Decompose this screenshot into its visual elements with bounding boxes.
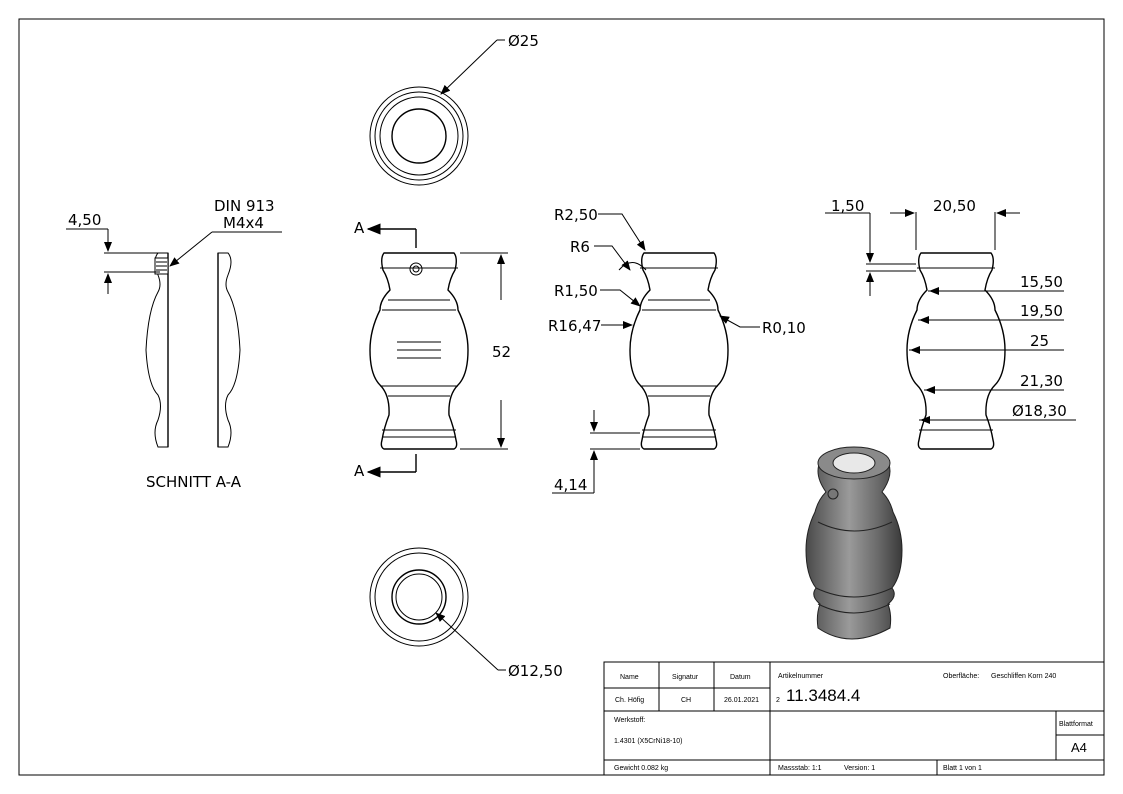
profile-view: R2,50 R6 R1,50 R16,47 R0,10 4,14 [548, 206, 806, 494]
section-marker-bottom: A [354, 462, 365, 480]
dim-thread-depth: 4,50 [68, 211, 101, 229]
tb-material-label: Werkstoff: [614, 717, 645, 724]
dim-radius-1-50: R1,50 [554, 282, 598, 300]
bottom-view: Ø12,50 [369, 547, 563, 680]
isometric-view [805, 446, 903, 640]
tb-surface-value: Geschliffen Korn 240 [991, 673, 1056, 680]
tb-article-prefix: 2 [776, 697, 780, 704]
dim-bottom-offset: 4,14 [554, 476, 587, 494]
section-title: SCHNITT A-A [146, 473, 242, 491]
tb-article-label: Artikelnummer [778, 673, 824, 680]
dim-diameter-21-30: 21,30 [1020, 372, 1063, 390]
dim-radius-16-47: R16,47 [548, 317, 601, 335]
dim-diameter-18-30: Ø18,30 [1012, 402, 1067, 420]
dim-diameter-19-50: 19,50 [1020, 302, 1063, 320]
tb-format-value: A4 [1071, 740, 1087, 755]
tb-surface-label: Oberfläche: [943, 673, 979, 680]
dim-radius-2-50: R2,50 [554, 206, 598, 224]
dim-top-diameter: Ø25 [508, 32, 539, 50]
top-view: Ø25 [369, 32, 539, 186]
dim-width-top: 20,50 [933, 197, 976, 215]
tb-signature: CH [681, 697, 691, 704]
label-din-standard: DIN 913 [214, 197, 275, 215]
tb-material-value: 1.4301 (X5CrNi18-10) [614, 738, 682, 745]
tb-weight: Gewicht 0.082 kg [614, 765, 668, 772]
tb-scale: Massstab: 1:1 [778, 765, 822, 772]
dim-radius-0-10: R0,10 [762, 319, 806, 337]
dim-height: 52 [492, 343, 511, 361]
tb-name: Ch. Höfig [615, 697, 644, 704]
dim-bore-diameter: Ø12,50 [508, 662, 563, 680]
tb-version: Version: 1 [844, 765, 875, 772]
dim-top-offset: 1,50 [831, 197, 864, 215]
front-view: A A 52 [354, 219, 511, 480]
dim-diameter-15-50: 15,50 [1020, 273, 1063, 291]
tb-sheet: Blatt 1 von 1 [943, 765, 982, 772]
tb-date: 26.01.2021 [724, 697, 759, 704]
tb-col-signature: Signatur [672, 674, 699, 681]
section-marker-top: A [354, 219, 365, 237]
label-thread-size: M4x4 [223, 214, 264, 232]
title-block: Name Signatur Datum Ch. Höfig CH 26.01.2… [603, 661, 1105, 776]
dim-radius-6: R6 [570, 238, 590, 256]
tb-article-number: 11.3484.4 [786, 686, 860, 705]
dim-diameter-25: 25 [1030, 332, 1049, 350]
tb-col-name: Name [620, 674, 639, 681]
tb-col-date: Datum [730, 674, 751, 681]
section-view: 4,50 DIN 913 M4x4 SCHNITT A-A [66, 197, 282, 491]
drawing-frame [18, 18, 1105, 776]
tb-format-label: Blattformat [1059, 721, 1093, 728]
diameter-view: 20,50 1,50 15,50 19,50 25 21,30 Ø18,30 [825, 197, 1076, 450]
